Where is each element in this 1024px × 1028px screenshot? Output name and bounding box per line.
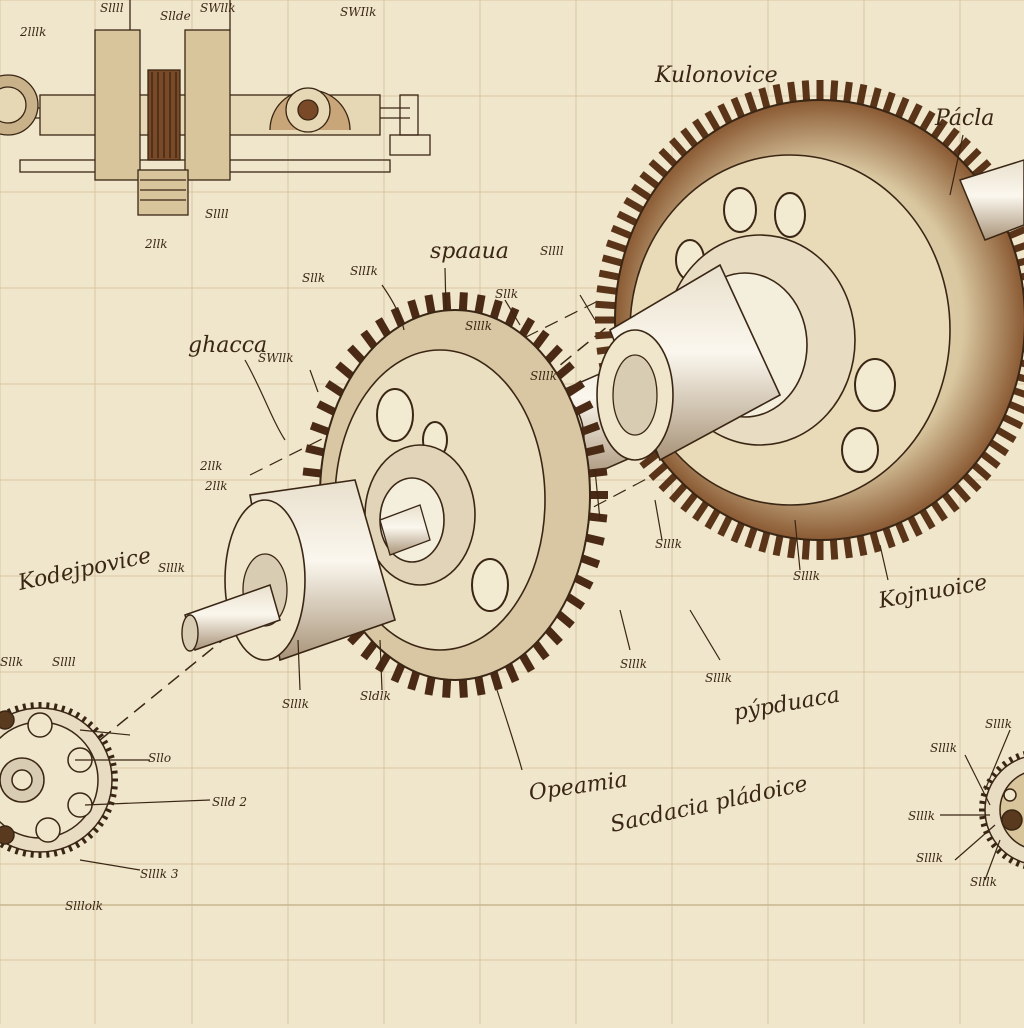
assembly-label-4: SWIlk bbox=[340, 5, 376, 19]
bottom-right-gear-detail bbox=[979, 751, 1024, 869]
dim-label-17: Slllk bbox=[282, 697, 309, 711]
assembly-label-6: 2llk bbox=[144, 237, 168, 251]
dim-label-21: Slllolk bbox=[65, 899, 103, 913]
dim-label-28: Sllll bbox=[52, 655, 76, 669]
label-upper-right-gear: Kulonovice bbox=[654, 63, 778, 88]
assembly-label-7: Sllll bbox=[205, 207, 229, 221]
dim-label-10: SWllk bbox=[258, 351, 294, 365]
label-bottom-right-line2: pýpduaca bbox=[732, 683, 842, 726]
dim-label-22: Sllo bbox=[148, 751, 171, 765]
bearing-hub bbox=[596, 263, 782, 462]
label-bottom-center: Opeamia bbox=[527, 767, 629, 806]
label-left-gear: ghacca bbox=[188, 333, 267, 358]
assembly-label-3: SWllk bbox=[200, 1, 236, 15]
bottom-left-gear-detail bbox=[0, 702, 118, 858]
dim-label-9: SllIk bbox=[350, 264, 378, 278]
dim-label-33: Slllk bbox=[985, 717, 1012, 731]
dim-label-27: Slllk bbox=[930, 741, 957, 755]
input-shaft bbox=[181, 504, 431, 652]
assembly-label-1: Sllll bbox=[100, 1, 124, 15]
dim-label-15: Slllk bbox=[530, 369, 557, 383]
label-top-center: spaaua bbox=[430, 239, 509, 264]
dim-label-34: 2llk bbox=[199, 459, 223, 473]
dim-label-29: Sllk bbox=[0, 655, 23, 669]
label-bottom-right-line1: Sacdacia pládoice bbox=[608, 772, 810, 838]
dim-label-23: Slllk bbox=[620, 657, 647, 671]
dim-label-24: Slllk bbox=[705, 671, 732, 685]
assembly-label-5: 2lllk bbox=[19, 25, 46, 39]
dim-label-18: Sldlk bbox=[360, 689, 391, 703]
dim-label-8: Sllk bbox=[302, 271, 325, 285]
dim-label-32: Slllk bbox=[970, 875, 997, 889]
label-left-side: Kodejpovice bbox=[15, 543, 153, 596]
dim-label-14: Slllk bbox=[465, 319, 492, 333]
dim-label-30: Slllk bbox=[908, 809, 935, 823]
dim-label-11: 2llk bbox=[204, 479, 228, 493]
dim-label-16: Slllk bbox=[158, 561, 185, 575]
top-left-assembly-drawing bbox=[0, 0, 431, 216]
dim-label-12: Sllll bbox=[540, 244, 564, 258]
label-right-side: Kojnuoice bbox=[876, 570, 990, 614]
dim-label-25: Slllk bbox=[655, 537, 682, 551]
dim-label-26: Slllk bbox=[793, 569, 820, 583]
label-shaft-end: Pácla bbox=[934, 106, 994, 131]
dim-label-19: Slld 2 bbox=[212, 795, 247, 809]
output-shaft bbox=[958, 159, 1024, 241]
dim-label-31: Slllk bbox=[916, 851, 943, 865]
dim-label-13: Sllk bbox=[495, 287, 518, 301]
dim-label-20: Slllk 3 bbox=[140, 867, 179, 881]
assembly-label-2: Sllde bbox=[160, 9, 191, 23]
leader-lines bbox=[75, 134, 1011, 881]
